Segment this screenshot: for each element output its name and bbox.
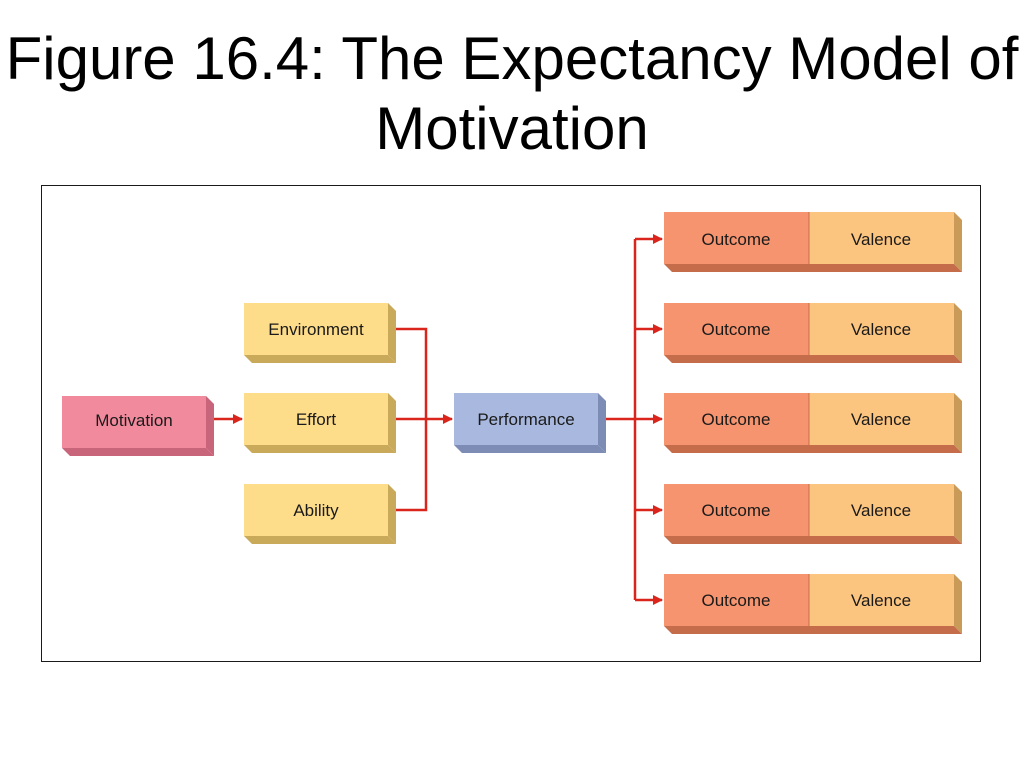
effort-box: Effort [244, 393, 396, 453]
outcome-label: Outcome [702, 230, 771, 249]
connector-ability [392, 419, 428, 512]
outcome-row-3: Outcome Valence [664, 393, 962, 453]
ability-box: Ability [244, 484, 396, 544]
valence-label: Valence [851, 591, 911, 610]
environment-box: Environment [244, 303, 396, 363]
outcome-label: Outcome [702, 591, 771, 610]
performance-label: Performance [477, 410, 574, 429]
valence-label: Valence [851, 410, 911, 429]
outcome-row-4: Outcome Valence [664, 484, 962, 544]
page-title: Figure 16.4: The Expectancy Model of Mot… [0, 24, 1024, 164]
outcome-label: Outcome [702, 410, 771, 429]
motivation-label: Motivation [95, 411, 172, 430]
valence-label: Valence [851, 501, 911, 520]
performance-box: Performance [454, 393, 606, 453]
environment-label: Environment [268, 320, 364, 339]
connectors [206, 234, 663, 605]
outcome-label: Outcome [702, 320, 771, 339]
outcome-row-5: Outcome Valence [664, 574, 962, 634]
valence-label: Valence [851, 230, 911, 249]
effort-label: Effort [296, 410, 337, 429]
connector-environment [392, 327, 428, 419]
valence-label: Valence [851, 320, 911, 339]
ability-label: Ability [293, 501, 339, 520]
outcome-row-2: Outcome Valence [664, 303, 962, 363]
title-text: Figure 16.4: The Expectancy Model of Mot… [5, 25, 1019, 162]
outcome-row-1: Outcome Valence [664, 212, 962, 272]
motivation-box: Motivation [62, 396, 214, 456]
outcome-label: Outcome [702, 501, 771, 520]
